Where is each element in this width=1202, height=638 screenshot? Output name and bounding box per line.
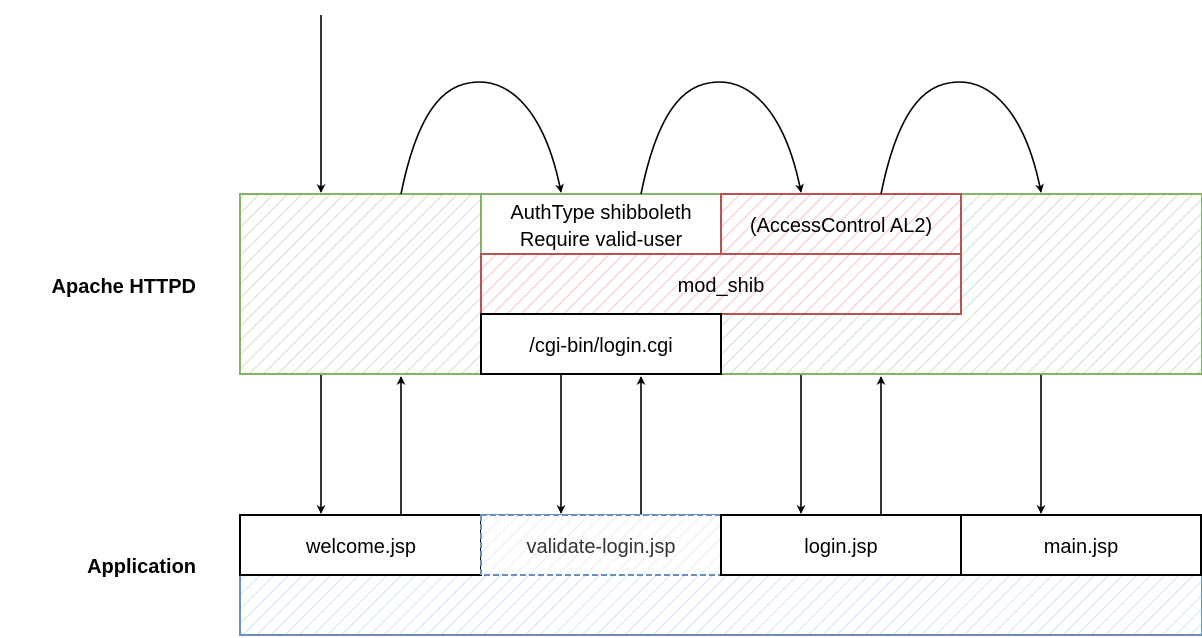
access-control-box: (AccessControl AL2)	[720, 193, 962, 255]
mod-shib-box: mod_shib	[480, 253, 962, 315]
curve-arrow-to-main	[880, 81, 1044, 195]
apache-httpd-label: Apache HTTPD	[52, 276, 196, 298]
main-jsp-box: main.jsp	[960, 514, 1202, 576]
login-jsp-box: login.jsp	[720, 514, 962, 576]
welcome-jsp-box: welcome.jsp	[239, 514, 482, 576]
cgi-box: /cgi-bin/login.cgi	[480, 313, 722, 375]
login-jsp-label: login.jsp	[804, 536, 877, 558]
mod-shib-label: mod_shib	[678, 275, 765, 297]
access-control-label: (AccessControl AL2)	[750, 215, 932, 237]
authtype-line2: Require valid-user	[520, 229, 683, 251]
welcome-jsp-label: welcome.jsp	[305, 536, 416, 558]
validate-login-jsp-box: validate-login.jsp	[480, 514, 722, 576]
application-label: Application	[87, 556, 196, 578]
validate-login-jsp-label: validate-login.jsp	[527, 536, 676, 558]
authtype-box: AuthType shibboleth Require valid-user	[480, 193, 722, 255]
cgi-label: /cgi-bin/login.cgi	[529, 335, 672, 357]
curve-arrow-to-access-control	[640, 81, 804, 195]
curve-arrow-to-authtype	[400, 81, 564, 195]
main-jsp-label: main.jsp	[1044, 536, 1118, 558]
authtype-line1: AuthType shibboleth	[510, 202, 691, 224]
